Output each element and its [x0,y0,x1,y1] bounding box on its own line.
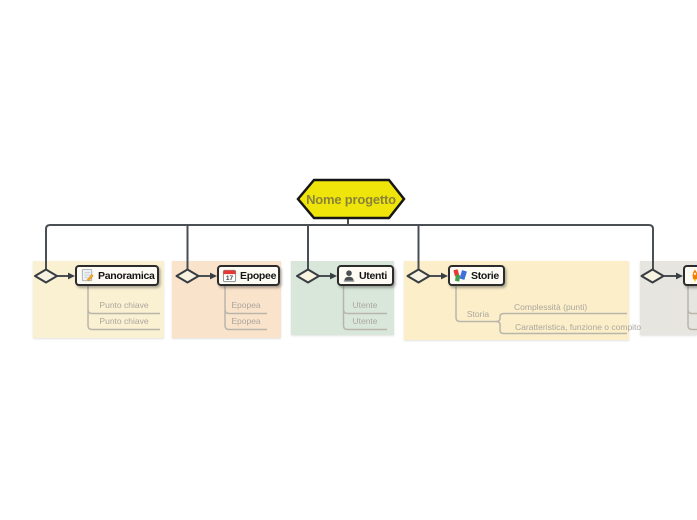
node-epopee[interactable]: 17 Epopee [217,265,280,286]
user-icon [342,269,356,283]
sub-item[interactable]: Punto chiave [99,300,149,310]
sub-item[interactable]: Epopea [231,300,261,310]
node-label: Panoramica [98,269,155,282]
node-partial-right[interactable] [683,265,697,286]
sub-item[interactable]: Caratteristica, funzione o compito [515,322,642,332]
root-node-label[interactable]: Nome progetto [306,192,396,207]
svg-text:17: 17 [226,275,234,282]
calendar-icon: 17 [222,268,237,283]
sub-item[interactable]: Storia [466,309,490,319]
sub-item[interactable]: Epopea [231,316,261,326]
root-node-shape[interactable] [296,178,406,220]
arrowheads [68,272,683,280]
collapse-toggle-partial[interactable] [640,268,665,284]
tree-connectors [45,218,678,277]
sub-item[interactable]: Punto chiave [99,316,149,326]
collapse-toggle-utenti[interactable] [296,268,320,284]
books-icon [453,268,468,283]
subitem-connectors [87,286,697,335]
memo-icon [80,268,95,283]
rocket-icon [688,269,697,283]
node-utenti[interactable]: Utenti [337,265,394,286]
collapse-toggle-panoramica[interactable] [34,268,58,284]
sub-item[interactable]: Complessità (punti) [514,302,588,312]
node-storie[interactable]: Storie [448,265,505,286]
node-panoramica[interactable]: Panoramica [75,265,159,286]
collapse-toggle-storie[interactable] [406,268,431,284]
sub-item[interactable]: Utente [352,316,378,326]
node-label: Epopee [240,269,277,282]
collapse-toggle-epopee[interactable] [175,268,200,284]
node-label: Storie [471,269,499,282]
sub-item[interactable]: Utente [352,300,378,310]
node-label: Utenti [359,269,387,282]
